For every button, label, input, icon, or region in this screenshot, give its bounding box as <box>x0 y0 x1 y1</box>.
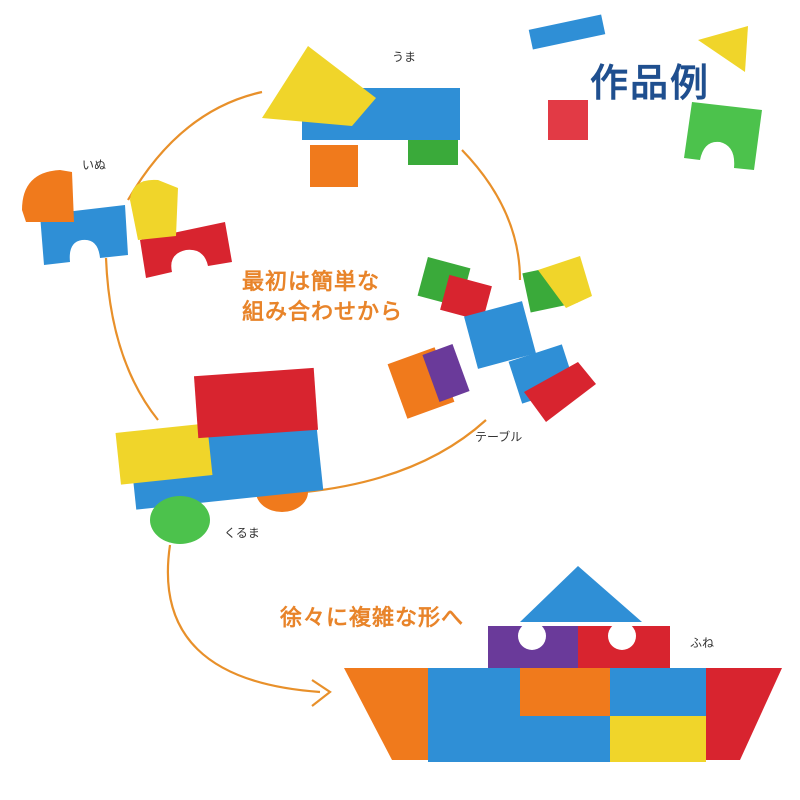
table-blocks <box>387 256 596 422</box>
arrow-head <box>311 679 332 707</box>
label-horse: うま <box>392 50 417 64</box>
label-dog: いぬ <box>82 158 107 172</box>
label-table: テーブル <box>475 430 523 444</box>
arrow-to-boat <box>166 544 321 694</box>
car-blocks <box>115 367 324 544</box>
boat-blocks <box>344 566 782 762</box>
horse-blocks <box>262 46 460 187</box>
arc-dog-car <box>104 257 159 421</box>
caption-simple-line1: 最初は簡単な <box>242 270 381 295</box>
label-boat: ふね <box>690 636 715 650</box>
decorative-shapes <box>528 14 762 170</box>
dog-blocks <box>22 170 232 278</box>
caption-simple-line2: 組み合わせから <box>242 300 404 325</box>
connector-arcs <box>104 90 522 707</box>
arc-horse-dog <box>127 90 263 201</box>
label-car: くるま <box>224 526 260 540</box>
arc-table-car <box>304 419 487 494</box>
arc-horse-table <box>461 149 522 281</box>
caption-complex: 徐々に複雑な形へ <box>280 606 465 631</box>
page-title: 作品例 <box>590 61 711 105</box>
